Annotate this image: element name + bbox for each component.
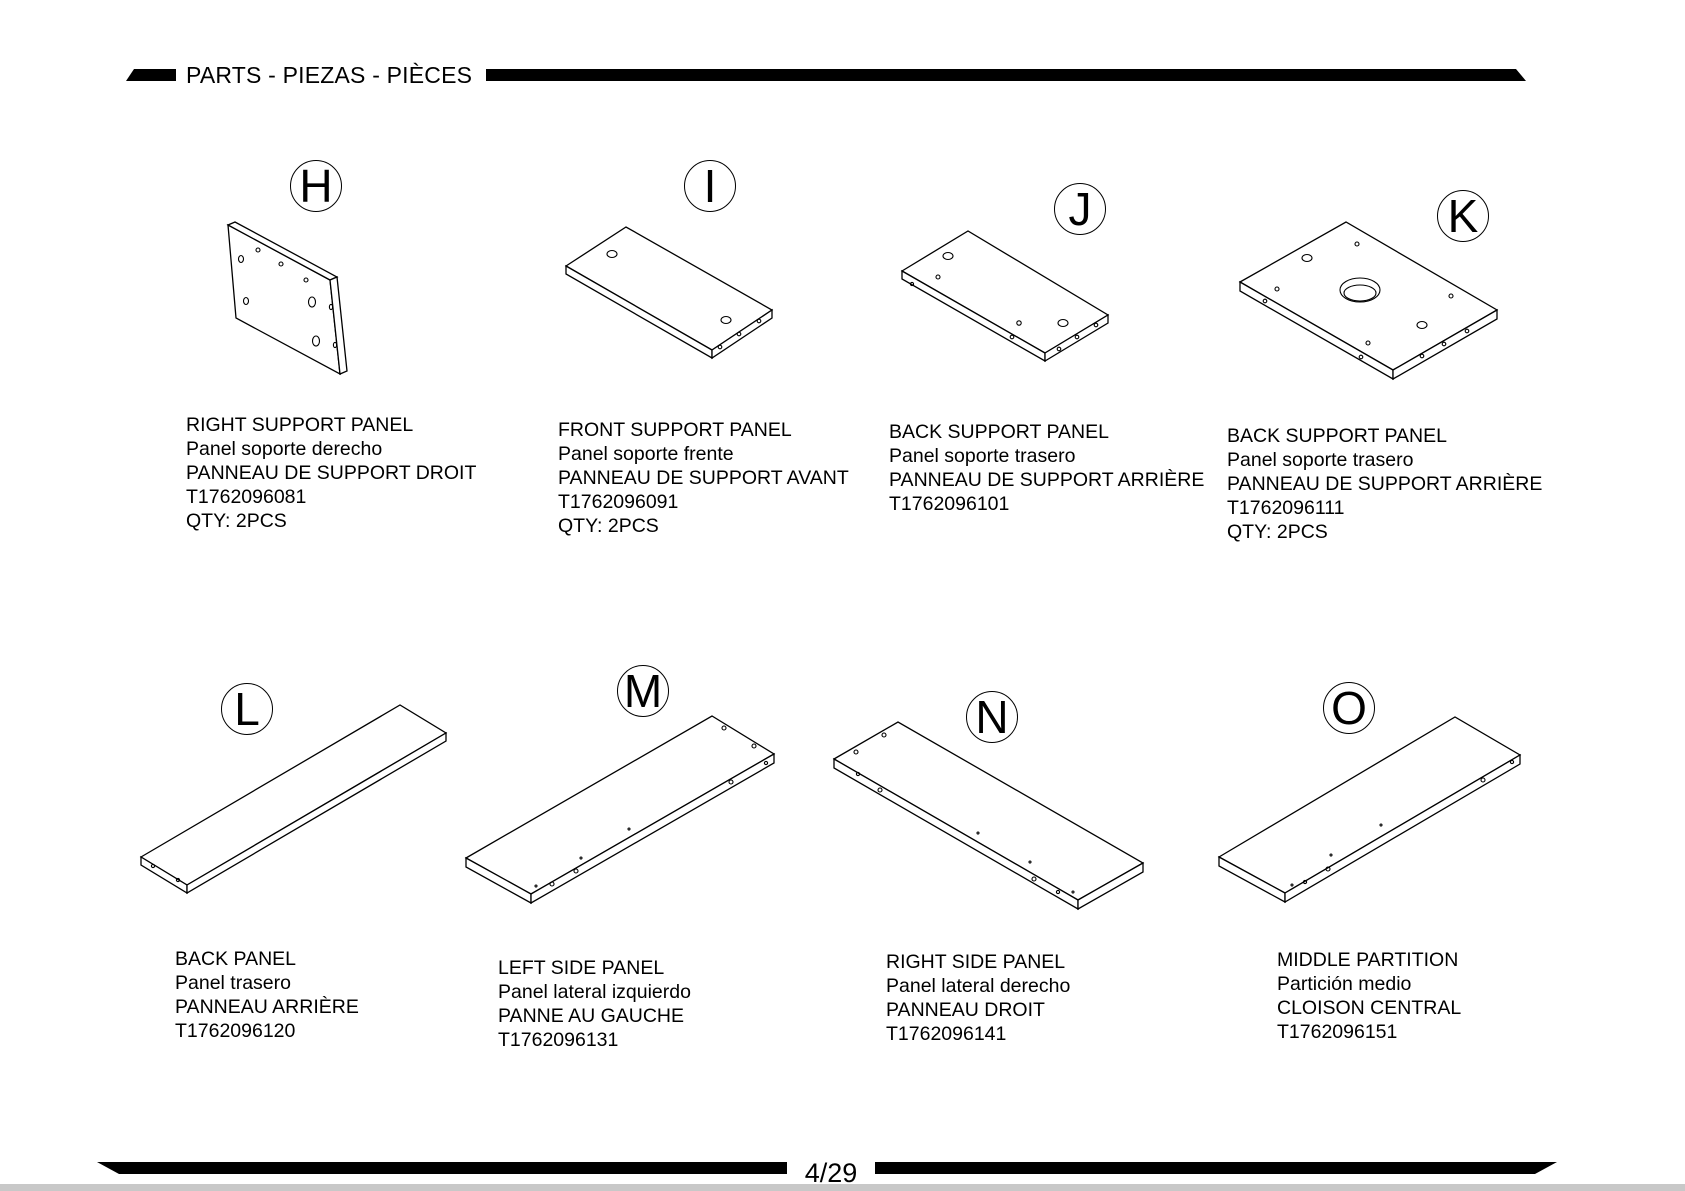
- part-code: T1762096151: [1277, 1021, 1398, 1043]
- part-quantity: QTY: 2PCS: [1227, 521, 1328, 543]
- part-name-es: Panel soporte frente: [558, 443, 734, 465]
- part-code: T1762096120: [175, 1020, 296, 1042]
- part-letter-badge: M: [617, 665, 669, 717]
- part-name-en: RIGHT SUPPORT PANEL: [186, 414, 414, 436]
- part-name-fr: PANNEAU ARRIÈRE: [175, 996, 359, 1018]
- part-name-fr: CLOISON CENTRAL: [1277, 997, 1462, 1019]
- part-letter-badge: L: [221, 683, 273, 735]
- part-name-en: BACK SUPPORT PANEL: [889, 421, 1109, 443]
- part-name-es: Panel soporte trasero: [1227, 449, 1414, 471]
- part-name-es: Panel lateral derecho: [886, 975, 1071, 997]
- part-name-en: RIGHT SIDE PANEL: [886, 951, 1066, 973]
- page-footer: 4/29: [97, 1158, 1557, 1189]
- part-description: BACK SUPPORT PANEL Panel soporte trasero…: [1227, 424, 1542, 544]
- part-name-fr: PANNEAU DE SUPPORT DROIT: [186, 462, 477, 484]
- right-side-panel-drawing: [832, 721, 1145, 911]
- part-name-fr: PANNEAU DE SUPPORT AVANT: [558, 467, 849, 489]
- part-description: RIGHT SIDE PANEL Panel lateral derecho P…: [886, 950, 1070, 1046]
- back-panel-drawing: [139, 704, 448, 895]
- back-support-panel-k-drawing: [1238, 221, 1499, 381]
- part-name-en: BACK SUPPORT PANEL: [1227, 425, 1447, 447]
- part-name-en: LEFT SIDE PANEL: [498, 957, 665, 979]
- left-side-panel-drawing: [464, 715, 776, 905]
- part-letter-badge: H: [290, 160, 342, 212]
- part-letter-badge: I: [684, 160, 736, 212]
- bottom-edge: [0, 1184, 1685, 1191]
- part-code: T1762096091: [558, 491, 679, 513]
- part-description: BACK SUPPORT PANEL Panel soporte trasero…: [889, 420, 1204, 516]
- footer-bar-graphic: [97, 1162, 1557, 1174]
- part-code: T1762096131: [498, 1029, 619, 1051]
- part-quantity: QTY: 2PCS: [186, 510, 287, 532]
- part-code: T1762096111: [1227, 497, 1345, 519]
- part-description: RIGHT SUPPORT PANEL Panel soporte derech…: [186, 413, 476, 533]
- part-name-es: Panel soporte derecho: [186, 438, 383, 460]
- part-name-en: BACK PANEL: [175, 948, 297, 970]
- front-support-panel-drawing: [564, 226, 774, 360]
- page-number: 4/29: [787, 1158, 875, 1189]
- part-name-fr: PANNEAU DROIT: [886, 999, 1045, 1021]
- middle-partition-drawing: [1217, 716, 1522, 904]
- part-code: T1762096081: [186, 486, 307, 508]
- part-name-es: Panel trasero: [175, 972, 291, 994]
- part-name-fr: PANNEAU DE SUPPORT ARRIÈRE: [889, 469, 1205, 491]
- right-support-panel-drawing: [226, 221, 348, 376]
- part-name-es: Partición medio: [1277, 973, 1412, 995]
- part-description: FRONT SUPPORT PANEL Panel soporte frente…: [558, 418, 849, 538]
- back-support-panel-drawing: [900, 230, 1110, 363]
- part-letter-badge: O: [1323, 682, 1375, 734]
- part-description: MIDDLE PARTITION Partición medio CLOISON…: [1277, 948, 1461, 1044]
- part-description: BACK PANEL Panel trasero PANNEAU ARRIÈRE…: [175, 947, 359, 1043]
- part-code: T1762096101: [889, 493, 1010, 515]
- part-letter-badge: K: [1437, 190, 1489, 242]
- part-quantity: QTY: 2PCS: [558, 515, 659, 537]
- part-name-es: Panel lateral izquierdo: [498, 981, 691, 1003]
- section-title: PARTS - PIEZAS - PIÈCES: [186, 62, 481, 89]
- part-name-es: Panel soporte trasero: [889, 445, 1076, 467]
- part-name-fr: PANNEAU DE SUPPORT ARRIÈRE: [1227, 473, 1543, 495]
- part-code: T1762096141: [886, 1023, 1007, 1045]
- header-bar-graphic: [126, 69, 1526, 81]
- part-name-en: MIDDLE PARTITION: [1277, 949, 1459, 971]
- part-letter-badge: N: [966, 691, 1018, 743]
- part-name-fr: PANNE AU GAUCHE: [498, 1005, 685, 1027]
- part-letter-badge: J: [1054, 183, 1106, 235]
- part-name-en: FRONT SUPPORT PANEL: [558, 419, 792, 441]
- part-description: LEFT SIDE PANEL Panel lateral izquierdo …: [498, 956, 691, 1052]
- section-header: PARTS - PIEZAS - PIÈCES: [126, 60, 1526, 90]
